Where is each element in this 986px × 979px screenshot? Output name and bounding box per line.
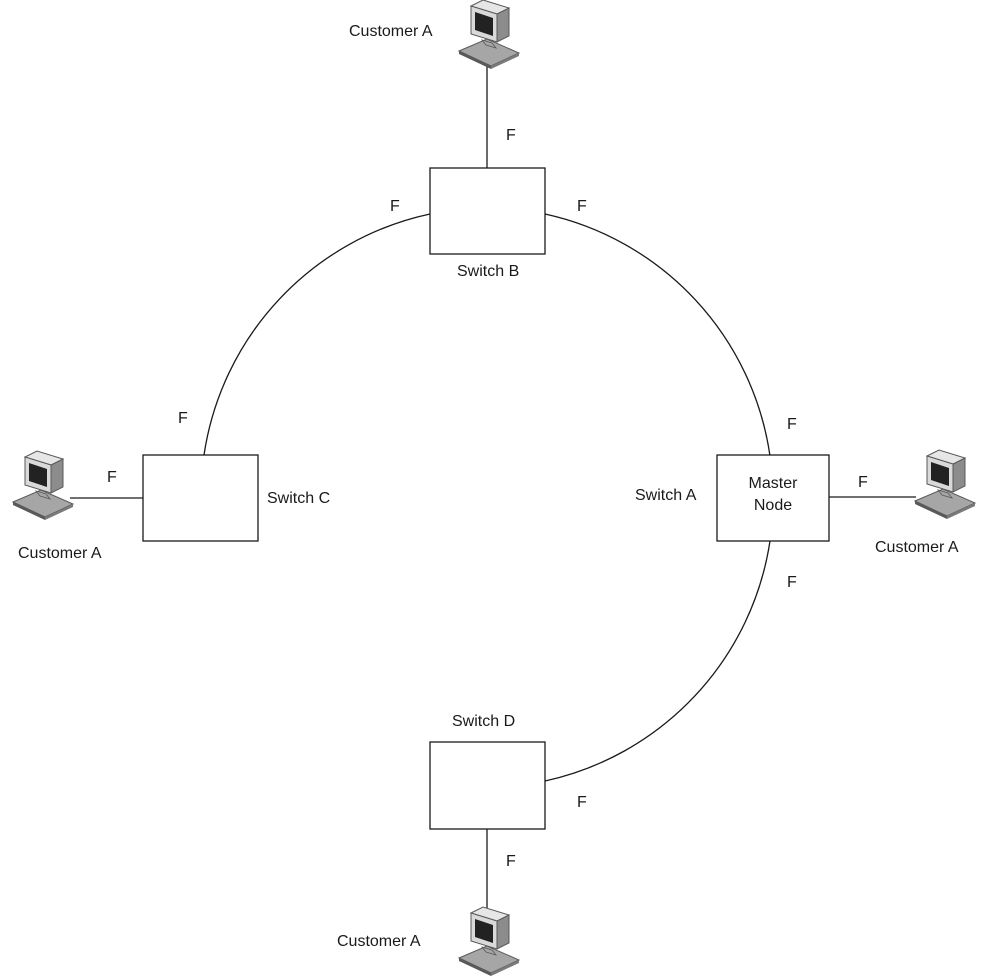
- ring-link-a-d: [544, 540, 771, 782]
- switch-d-label: Switch D: [452, 713, 515, 730]
- port-label-a-customer: F: [858, 474, 868, 491]
- ring-link-b-c: [203, 213, 431, 456]
- switch-b-box: [429, 167, 546, 255]
- switch-a-label: Switch A: [635, 487, 697, 504]
- ring-link-b-a: [544, 213, 771, 457]
- switch-c-box: [142, 454, 259, 542]
- customer-label-bottom: Customer A: [337, 933, 421, 950]
- customer-label-top: Customer A: [349, 23, 433, 40]
- switch-c-label: Switch C: [267, 490, 330, 507]
- port-label-c-ring: F: [178, 410, 188, 427]
- customer-label-right: Customer A: [875, 539, 959, 556]
- switch-a-box: [716, 454, 830, 542]
- customer-label-left: Customer A: [18, 545, 102, 562]
- port-label-d-customer: F: [506, 853, 516, 870]
- switch-b-label: Switch B: [457, 263, 519, 280]
- port-label-c-customer: F: [107, 469, 117, 486]
- computer-icon-left: [12, 450, 74, 521]
- port-label-a-bottom: F: [787, 574, 797, 591]
- switch-d-box: [429, 741, 546, 830]
- computer-icon-bottom: [458, 906, 520, 977]
- port-label-a-top: F: [787, 416, 797, 433]
- port-label-b-left: F: [390, 198, 400, 215]
- port-label-d-ring: F: [577, 794, 587, 811]
- computer-icon-top: [458, 0, 520, 70]
- switch-a-inner-label-line2: Node: [754, 497, 792, 514]
- computer-icon-right: [914, 449, 976, 520]
- port-label-b-right: F: [577, 198, 587, 215]
- switch-a-inner-label-line1: Master: [749, 475, 799, 492]
- port-label-b-customer: F: [506, 127, 516, 144]
